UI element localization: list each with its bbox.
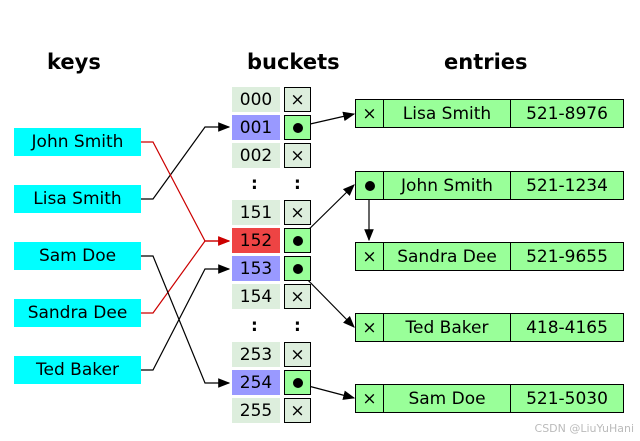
keys-header: keys [47, 50, 101, 74]
entry-phone: 521-1234 [510, 171, 624, 200]
bucket-ptr-151: × [284, 200, 311, 225]
pointer-dot [293, 378, 303, 388]
buckets-header: buckets [247, 50, 340, 74]
bucket-ptr-001 [284, 115, 311, 140]
entry-name: Sam Doe [383, 384, 511, 413]
null-symbol: × [362, 317, 377, 338]
line-lisa-to-001 [141, 122, 231, 200]
entry-next-ptr: × [355, 384, 384, 413]
bucket-index-254: 254 [232, 370, 280, 395]
bucket-index-002: 002 [232, 143, 280, 168]
key-sandra-dee: Sandra Dee [14, 299, 141, 327]
bucket-ptr-254 [284, 370, 311, 395]
entry-phone: 521-8976 [510, 99, 624, 128]
key-sam-doe: Sam Doe [14, 242, 141, 270]
ellipsis-ptr-2: : [294, 316, 301, 336]
null-symbol: × [290, 145, 305, 166]
pointer-dot [293, 264, 303, 274]
pointer-dot [293, 236, 303, 246]
entries-header: entries [444, 50, 528, 74]
entry-name: Sandra Dee [383, 242, 511, 271]
entry-next-ptr [355, 171, 384, 200]
line-sam-to-254 [141, 255, 231, 388]
entry-next-ptr: × [355, 242, 384, 271]
watermark: CSDN @LiuYuHani [534, 422, 634, 435]
bucket-ptr-153 [284, 256, 311, 281]
entry-phone: 521-5030 [510, 384, 624, 413]
ellipsis-index-2: : [251, 316, 258, 336]
bucket-ptr-253: × [284, 342, 311, 367]
null-symbol: × [290, 400, 305, 421]
key-john-smith: John Smith [14, 128, 141, 156]
bucket-ptr-154: × [284, 284, 311, 309]
bucket-index-001: 001 [232, 115, 280, 140]
entry-name: Ted Baker [383, 313, 511, 342]
bucket-index-000: 000 [232, 87, 280, 112]
bucket-index-154: 154 [232, 284, 280, 309]
null-symbol: × [362, 388, 377, 409]
null-symbol: × [290, 202, 305, 223]
entry-name: Lisa Smith [383, 99, 511, 128]
bucket-index-152: 152 [232, 228, 280, 253]
bucket-index-151: 151 [232, 200, 280, 225]
line-ted-to-153 [141, 264, 231, 371]
line-sandra-to-152 [141, 236, 231, 314]
entry-next-ptr: × [355, 99, 384, 128]
null-symbol: × [290, 286, 305, 307]
pointer-dot [293, 123, 303, 133]
entry-ted-baker: × Ted Baker 418-4165 [355, 313, 625, 342]
entry-sam-doe: × Sam Doe 521-5030 [355, 384, 625, 413]
bucket-index-255: 255 [232, 398, 280, 423]
key-ted-baker: Ted Baker [14, 356, 141, 384]
entry-lisa-smith: × Lisa Smith 521-8976 [355, 99, 625, 128]
bucket-ptr-152 [284, 228, 311, 253]
pointer-dot [365, 181, 375, 191]
line-john-to-152 [141, 141, 231, 246]
null-symbol: × [290, 344, 305, 365]
entry-sandra-dee: × Sandra Dee 521-9655 [355, 242, 625, 271]
ellipsis-index-1: : [251, 174, 258, 194]
bucket-index-253: 253 [232, 342, 280, 367]
entry-john-smith: John Smith 521-1234 [355, 171, 625, 200]
bucket-ptr-002: × [284, 143, 311, 168]
null-symbol: × [362, 246, 377, 267]
entry-phone: 521-9655 [510, 242, 624, 271]
bucket-ptr-000: × [284, 87, 311, 112]
bucket-index-153: 153 [232, 256, 280, 281]
null-symbol: × [290, 89, 305, 110]
key-lisa-smith: Lisa Smith [14, 185, 141, 213]
entry-phone: 418-4165 [510, 313, 624, 342]
bucket-ptr-255: × [284, 398, 311, 423]
entry-name: John Smith [383, 171, 511, 200]
null-symbol: × [362, 103, 377, 124]
entry-next-ptr: × [355, 313, 384, 342]
ellipsis-ptr-1: : [294, 174, 301, 194]
